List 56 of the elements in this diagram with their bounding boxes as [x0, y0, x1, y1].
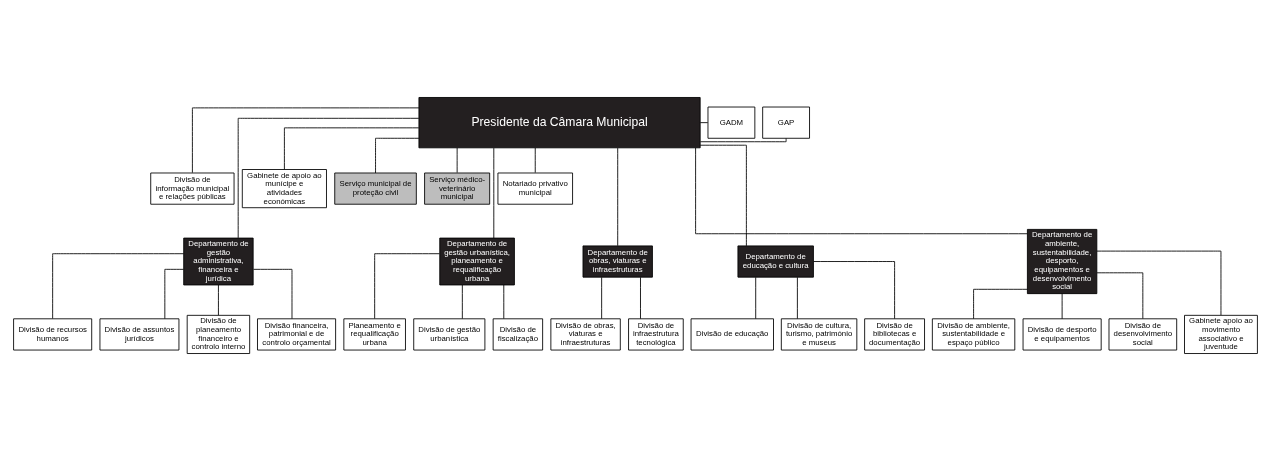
connector: [755, 276, 757, 320]
node-box: Divisão de infraestrutura tecnológica: [628, 318, 684, 351]
node-box: Divisão de planeamento financeiro e controlo interno: [186, 314, 251, 354]
connector: [456, 147, 458, 174]
node-box: GAP: [762, 106, 810, 139]
connector: [700, 137, 787, 143]
connector: [218, 284, 219, 316]
node-box: Departamento de ambiente, sustentabilidade, desporto, equipamentos e desenvolvimento social: [1026, 228, 1098, 295]
node-box: Departamento de gestão administrativa, financeira e jurídica: [183, 237, 254, 286]
node-box: Divisão de desporto e equipamentos: [1022, 318, 1102, 351]
node-box: Notariado privativo municipal: [497, 172, 573, 205]
node-box: Presidente da Câmara Municipal: [418, 97, 701, 149]
node-box: Departamento de educação e cultura: [737, 245, 814, 278]
connector: [813, 261, 896, 320]
node-box: Gabinete de apoio ao munícipe e atividades económicas: [241, 169, 327, 209]
node-box: Divisão de ambiente, sustentabilidade e espaço público: [931, 318, 1016, 351]
connector: [699, 144, 747, 247]
connector: [1061, 293, 1063, 320]
node-box: Divisão de recursos humanos: [13, 318, 93, 351]
connector: [1096, 250, 1222, 316]
node-box: Divisão de bibliotecas e documentação: [864, 318, 925, 351]
connector: [374, 253, 440, 319]
connector: [461, 284, 463, 320]
connector: [534, 147, 536, 174]
node-box: Departamento de obras, viaturas e infraestruturas: [582, 245, 653, 278]
connector: [164, 268, 184, 320]
connector: [699, 122, 709, 124]
node-box: Divisão de obras, viaturas e infraestruturas: [550, 318, 621, 351]
connector: [503, 284, 505, 320]
node-box: Serviço municipal de proteção civil: [334, 172, 417, 205]
node-box: Divisão financeira, patrimonial e de controlo orçamental: [257, 318, 337, 351]
node-box: Departamento de gestão urbanística, planeamento e requalificação urbana: [439, 237, 515, 286]
connector: [1096, 272, 1144, 319]
node-box: Divisão de gestão urbanística: [413, 318, 486, 351]
connector: [375, 137, 420, 174]
connector: [283, 127, 420, 170]
connector: [493, 147, 495, 239]
connector: [253, 268, 293, 320]
connector: [601, 276, 603, 320]
node-box: Planeamento e requalificação urbana: [343, 318, 406, 351]
node-box: Serviço médico-veterinário municipal: [424, 172, 491, 205]
node-box: Divisão de desenvolvimento social: [1108, 318, 1178, 351]
connector: [695, 147, 1028, 235]
node-box: Gabinete apoio ao movimento associativo e juventude: [1184, 314, 1258, 354]
node-box: GADM: [707, 106, 756, 139]
connector: [617, 147, 619, 247]
node-box: Divisão de educação: [690, 318, 774, 351]
connector: [191, 107, 420, 174]
node-box: Divisão de fiscalização: [492, 318, 544, 351]
connector: [973, 288, 1028, 320]
node-box: Divisão de assuntos jurídicos: [99, 318, 180, 351]
connector: [640, 276, 641, 320]
connector: [796, 276, 798, 320]
node-box: Divisão de informação municipal e relações públicas: [150, 172, 235, 205]
node-box: Divisão de cultura, turismo, património e museus: [780, 318, 858, 351]
connector: [52, 253, 185, 319]
